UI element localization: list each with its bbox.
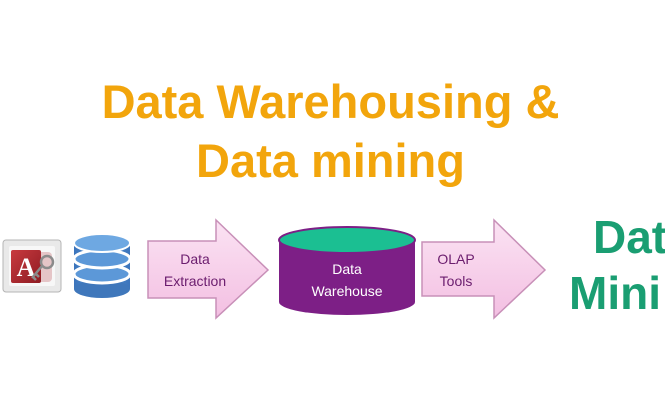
title-line-2: Data mining <box>196 134 465 187</box>
olap-tools-label: OLAP Tools <box>426 248 486 292</box>
data-mining-result-line-2: Mini <box>569 267 661 319</box>
data-mining-result-line-1: Dat <box>593 211 665 263</box>
olap-tools-label-line-2: Tools <box>439 273 473 289</box>
data-warehouse-label: Data Warehouse <box>283 258 411 302</box>
data-extraction-label: Data Extraction <box>148 248 242 292</box>
title-line-1: Data Warehousing & <box>101 75 560 128</box>
access-app-icon: A <box>2 239 62 293</box>
svg-text:A: A <box>17 253 36 282</box>
data-extraction-arrow <box>147 218 270 320</box>
data-extraction-label-line-2: Extraction <box>163 273 227 289</box>
data-warehouse-label-line-2: Warehouse <box>311 283 383 299</box>
data-extraction-label-line-1: Data <box>180 251 210 267</box>
data-warehouse-cylinder <box>278 226 416 315</box>
database-icon <box>72 233 132 298</box>
olap-tools-arrow <box>421 218 547 320</box>
olap-tools-label-line-1: OLAP <box>437 251 475 267</box>
data-warehouse-label-line-1: Data <box>332 261 362 277</box>
